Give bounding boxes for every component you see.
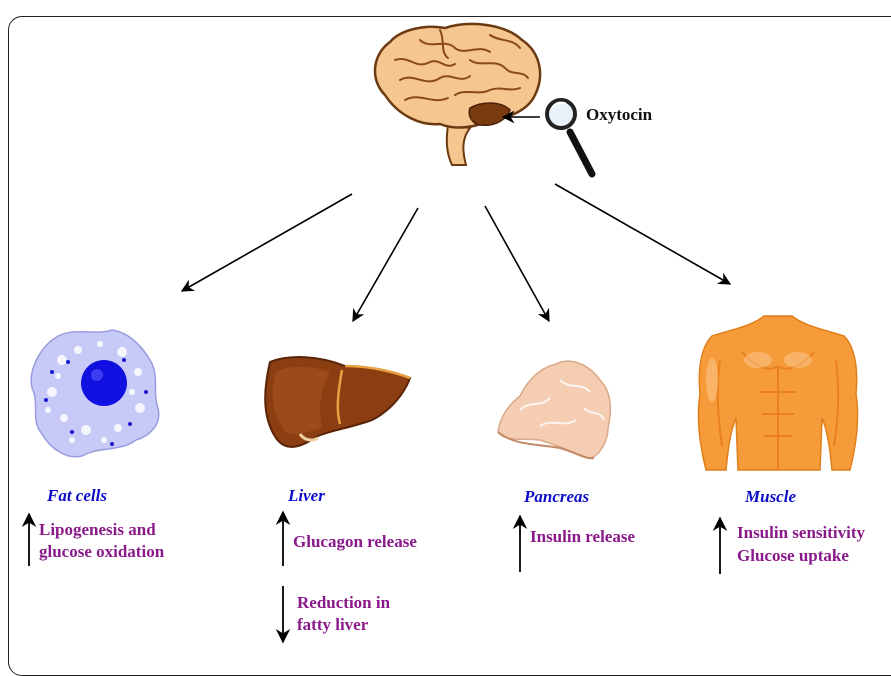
muscle-effect-line-2: Glucose uptake (737, 545, 849, 567)
fat-cells-effect-line-1: Lipogenesis and (39, 519, 156, 541)
liver-fatty-effect-line-1: Reduction in (297, 592, 390, 614)
muscle-effect-line-1: Insulin sensitivity (737, 522, 865, 544)
liver-fatty-effect-line-2: fatty liver (297, 614, 368, 636)
fat-cell-icon (31, 330, 159, 457)
pancreas-icon (498, 361, 610, 458)
liver-icon (265, 357, 410, 447)
arrow-brain-to-liver (353, 208, 418, 321)
muscle-label: Muscle (745, 487, 796, 507)
arrow-brain-to-muscle (555, 184, 730, 284)
pancreas-label: Pancreas (524, 487, 589, 507)
oxytocin-label: Oxytocin (586, 105, 652, 125)
fat-cells-effect-line-2: glucose oxidation (39, 541, 164, 563)
pancreas-effect: Insulin release (530, 526, 635, 548)
muscle-torso-icon (698, 316, 857, 470)
brain-icon (375, 24, 540, 165)
fat-cells-label: Fat cells (47, 486, 107, 506)
arrow-brain-to-fat-cells (182, 194, 352, 291)
liver-label: Liver (288, 486, 325, 506)
arrow-brain-to-pancreas (485, 206, 549, 321)
liver-glucagon-effect: Glucagon release (293, 531, 417, 553)
